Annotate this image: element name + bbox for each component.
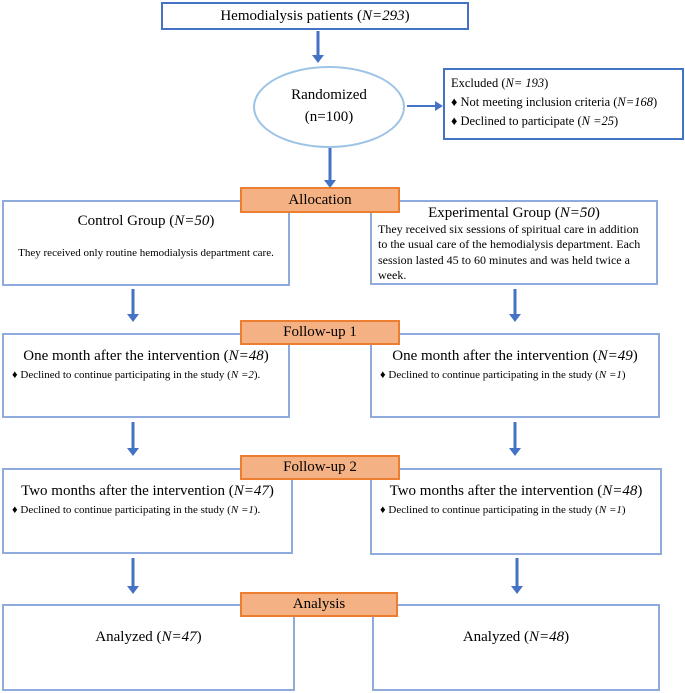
arrowhead-icon: [509, 314, 521, 322]
fu2-experimental-title: Two months after the intervention (N=48): [389, 483, 643, 499]
arrowhead-icon: [511, 586, 523, 594]
arrowhead-icon: [324, 180, 336, 188]
enrollment-label: Hemodialysis patients (N=293): [220, 7, 410, 24]
arrow-control-to-fu1: [127, 289, 139, 322]
randomized-line1: Randomized: [291, 87, 367, 104]
fu1-control-title: One month after the intervention (N=48): [23, 348, 269, 364]
arrowhead-icon: [127, 586, 139, 594]
arrow-experimental-to-fu1: [509, 289, 521, 322]
enrollment-box: Hemodialysis patients (N=293): [161, 2, 469, 30]
arrowhead-icon: [127, 448, 139, 456]
control-group-body: They received only routine hemodialysis …: [18, 247, 274, 259]
arrow-control-to-analysis: [127, 558, 139, 594]
analysis-stage-bar: Analysis: [240, 592, 398, 617]
diamond-bullet-icon: ♦: [451, 113, 458, 128]
arrow-experimental-to-fu2: [509, 422, 521, 456]
control-group-box: Control Group (N=50) They received only …: [2, 200, 290, 286]
fu2-control-box: Two months after the intervention (N=47)…: [2, 468, 293, 554]
fu1-experimental-title: One month after the intervention (N=49): [392, 348, 638, 364]
analyzed-experimental-box: Analyzed (N=48): [372, 604, 660, 691]
arrowhead-icon: [435, 101, 443, 111]
excluded-bullet-2: ♦ Declined to participate (N =25): [451, 113, 619, 128]
fu2-control-title: Two months after the intervention (N=47): [21, 483, 274, 499]
diamond-bullet-icon: ♦: [380, 504, 386, 516]
fu2-stage-label: Follow-up 2: [283, 459, 357, 475]
analyzed-experimental-title: Analyzed (N=48): [462, 629, 570, 645]
fu2-stage-bar: Follow-up 2: [240, 455, 400, 480]
fu1-control-box: One month after the intervention (N=48) …: [2, 333, 290, 418]
excluded-bullet-1: ♦ Not meeting inclusion criteria (N=168): [451, 94, 658, 109]
randomized-line2: (n=100): [304, 109, 354, 125]
analyzed-control-title: Analyzed (N=47): [95, 629, 202, 645]
arrow-experimental-to-analysis: [511, 558, 523, 594]
diamond-bullet-icon: ♦: [451, 94, 458, 109]
fu1-control-bullet: ♦ Declined to continue participating in …: [12, 369, 261, 381]
analysis-stage-label: Analysis: [292, 596, 346, 612]
arrow-enrollment-to-randomized: [312, 31, 324, 63]
control-group-title: Control Group (N=50): [77, 213, 215, 229]
diamond-bullet-icon: ♦: [380, 369, 386, 381]
arrowhead-icon: [127, 314, 139, 322]
experimental-group-box: Experimental Group (N=50) They received …: [370, 200, 658, 285]
arrow-control-to-fu2: [127, 422, 139, 456]
fu2-experimental-bullet: ♦ Declined to continue participating in …: [380, 504, 626, 516]
arrow-randomized-to-excluded: [407, 100, 443, 112]
fu1-experimental-box: One month after the intervention (N=49) …: [370, 333, 660, 418]
arrowhead-icon: [509, 448, 521, 456]
excluded-box: Excluded (N= 193) ♦ Not meeting inclusio…: [443, 68, 684, 140]
experimental-group-title: Experimental Group (N=50): [428, 205, 600, 221]
excluded-title: Excluded (N= 193): [451, 76, 549, 90]
allocation-stage-label: Allocation: [288, 191, 352, 208]
arrowhead-icon: [312, 55, 324, 63]
analyzed-control-box: Analyzed (N=47): [2, 604, 295, 691]
fu2-control-bullet: ♦ Declined to continue participating in …: [12, 504, 261, 516]
fu1-stage-label: Follow-up 1: [283, 324, 357, 340]
diamond-bullet-icon: ♦: [12, 504, 18, 516]
allocation-stage-bar: Allocation: [240, 187, 400, 213]
fu2-experimental-box: Two months after the intervention (N=48)…: [370, 468, 662, 555]
experimental-group-body: They received six sessions of spiritual …: [378, 222, 641, 283]
fu1-experimental-bullet: ♦ Declined to continue participating in …: [380, 369, 626, 381]
fu1-stage-bar: Follow-up 1: [240, 320, 400, 345]
diamond-bullet-icon: ♦: [12, 369, 18, 381]
randomized-ellipse: Randomized (n=100): [253, 66, 405, 148]
arrow-randomized-to-allocation: [324, 148, 336, 188]
